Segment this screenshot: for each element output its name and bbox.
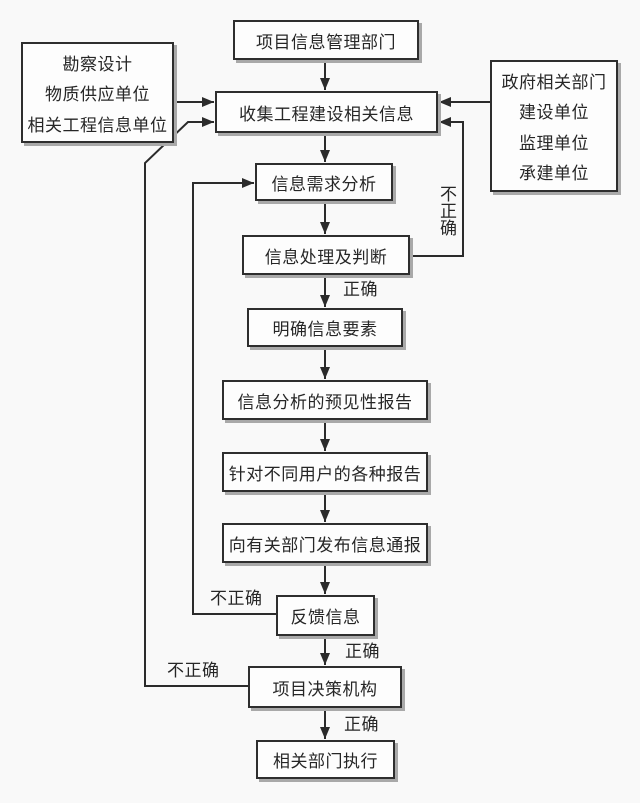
node-notify-departments: 向有关部门发布信息通报 bbox=[222, 523, 428, 563]
left-source-survey-design: 勘察设计 bbox=[62, 54, 133, 74]
right-source-government-depts: 政府相关部门 bbox=[501, 72, 607, 92]
right-source-contractor-unit: 承建单位 bbox=[519, 164, 589, 184]
connector-decision-incorrect-loop bbox=[144, 117, 248, 687]
connector-feedback-incorrect-loop bbox=[192, 178, 276, 615]
node-execute-depts: 相关部门执行 bbox=[256, 740, 395, 779]
left-source-material-supply: 物质供应单位 bbox=[45, 85, 150, 104]
node-right-sources: 政府相关部门 建设单位 监理单位 承建单位 bbox=[490, 60, 618, 192]
edge-label-correct-feedback: 正确 bbox=[345, 642, 380, 661]
node-decision-body: 项目决策机构 bbox=[248, 666, 402, 708]
node-demand-analysis: 信息需求分析 bbox=[255, 163, 393, 201]
node-user-reports: 针对不同用户的各种报告 bbox=[222, 452, 428, 492]
right-source-supervision-unit: 监理单位 bbox=[519, 133, 589, 153]
node-forecast-report: 信息分析的预见性报告 bbox=[222, 380, 428, 420]
left-source-related-info-units: 相关工程信息单位 bbox=[27, 115, 168, 135]
edge-label-incorrect-feedback-loop: 不正确 bbox=[210, 589, 263, 608]
edge-label-correct-decision: 正确 bbox=[344, 715, 379, 734]
edge-label-incorrect-decision-loop: 不正确 bbox=[167, 661, 220, 680]
node-feedback-info: 反馈信息 bbox=[276, 595, 375, 636]
node-process-and-judge: 信息处理及判断 bbox=[242, 235, 410, 275]
right-source-construction-unit: 建设单位 bbox=[519, 103, 589, 123]
edge-label-correct-process: 正确 bbox=[343, 280, 378, 299]
node-clarify-elements: 明确信息要素 bbox=[247, 308, 403, 347]
edge-label-incorrect-process-loop: 不正确 bbox=[437, 185, 456, 236]
node-collect-info: 收集工程建设相关信息 bbox=[215, 91, 438, 133]
connector-process-incorrect-loop bbox=[410, 117, 464, 257]
node-project-info-dept: 项目信息管理部门 bbox=[233, 20, 419, 60]
node-left-sources: 勘察设计 物质供应单位 相关工程信息单位 bbox=[21, 42, 174, 143]
